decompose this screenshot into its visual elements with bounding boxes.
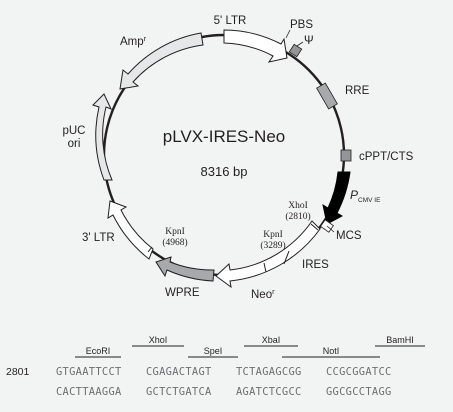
ltr3-label: 3' LTR <box>82 232 115 244</box>
top-strand-block-4: CCGCGGATCC <box>326 366 392 378</box>
bottom-strand-block-1: CACTTAAGGA <box>56 386 122 398</box>
amp-text: Amp <box>120 36 144 48</box>
enzyme-xbai: XbaI <box>262 335 281 345</box>
ltr5-label: 5' LTR <box>214 15 247 27</box>
neo-text: Neo <box>251 289 272 301</box>
cppt-label: cPPT/CTS <box>359 151 414 163</box>
plasmid-size: 8316 bp <box>201 164 248 179</box>
ltr5-arrow <box>223 29 288 63</box>
psi-label: Ψ <box>304 35 314 47</box>
ori-label: ori <box>68 138 81 150</box>
ires-label: IRES <box>302 259 329 271</box>
enzyme-noti: NotI <box>323 346 340 356</box>
pcmv-subscript: CMV IE <box>358 197 381 204</box>
pcmv-p: P <box>350 188 358 202</box>
top-strand-block-3: TCTAGAGCGG <box>236 366 302 378</box>
top-strand-block-2: CGAGACTAGT <box>146 366 212 378</box>
kpni2-site-pos: (4968) <box>162 237 187 248</box>
enzyme-xhoi: XhoI <box>149 335 168 345</box>
pcmv-arrow <box>322 171 351 225</box>
rre-box <box>316 82 338 110</box>
mcs-label: MCS <box>336 230 362 242</box>
xhoi-site-name: XhoI <box>288 201 308 211</box>
sequence-start-index: 2801 <box>6 366 30 378</box>
wpre-arrow <box>155 256 215 282</box>
xhoi-site-pos: (2810) <box>285 211 310 222</box>
pbs-leader <box>285 29 291 39</box>
wpre-label: WPRE <box>165 287 200 299</box>
top-strand-block-1: GTGAATTCCT <box>56 366 122 378</box>
puc-label: pUC <box>62 125 85 137</box>
mcs-leader <box>326 225 335 233</box>
neo-label: Neor <box>251 287 275 301</box>
mcs-sequence-panel: EcoRI XhoI SpeI XbaI NotI BamHI 2801 GTG… <box>6 335 425 398</box>
kpni1-site-name: KpnI <box>263 230 283 240</box>
amp-arrow <box>119 32 204 90</box>
ltr3-arrow <box>107 200 154 260</box>
amp-sup: r <box>144 34 147 43</box>
kpni1-site-pos: (3289) <box>260 240 285 251</box>
enzyme-bamhi: BamHI <box>386 335 414 345</box>
kpni-tick-1 <box>263 262 267 273</box>
cppt-box <box>340 149 352 162</box>
plasmid-name: pLVX-IRES-Neo <box>163 127 286 146</box>
kpni-tick-2 <box>147 246 153 253</box>
enzyme-spei: SpeI <box>204 346 223 356</box>
bottom-strand-block-3: AGATCTCGCC <box>236 386 302 398</box>
enzyme-ecori: EcoRI <box>86 346 111 356</box>
pcmv-label: PCMV IE <box>350 188 381 204</box>
bottom-strand-block-2: GCTCTGATCA <box>146 386 212 398</box>
psi-box <box>288 43 303 58</box>
bottom-strand-block-4: GGCGCCTAGG <box>326 386 392 398</box>
kpni2-site-name: KpnI <box>165 227 185 237</box>
psi-leader <box>296 41 304 47</box>
rre-label: RRE <box>345 85 370 97</box>
puc-ori-arrow <box>92 93 113 181</box>
ires-neo-divider <box>283 250 290 265</box>
neo-sup: r <box>272 287 275 296</box>
xhoi-tick <box>310 223 319 231</box>
ires-neo-arrow <box>215 220 321 289</box>
pbs-label: PBS <box>290 19 313 31</box>
amp-label: Ampr <box>120 34 147 48</box>
